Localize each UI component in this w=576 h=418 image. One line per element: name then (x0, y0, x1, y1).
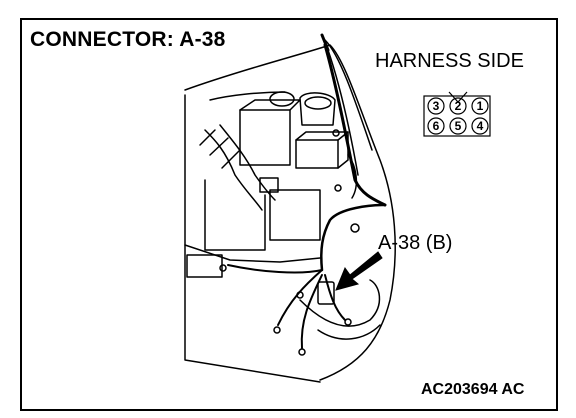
connector-pinout: 3 2 1 6 5 4 (423, 91, 491, 137)
fender-outline (184, 44, 396, 381)
diagram-frame (20, 18, 558, 411)
connector-callout-label: A-38 (B) (378, 232, 453, 254)
pinout-frame (423, 95, 491, 137)
pin-2: 2 (455, 99, 462, 113)
harness-side-label: HARNESS SIDE (375, 50, 524, 72)
fender-inner-edge (324, 39, 373, 151)
connector-a38-body (317, 281, 335, 305)
intake-hose (204, 129, 263, 211)
pin-5: 5 (455, 119, 462, 133)
pinout-lock-tab (448, 91, 468, 103)
body-outline (184, 94, 321, 383)
engine-lower (204, 179, 266, 251)
battery-box (239, 109, 291, 166)
pin-6: 6 (433, 119, 440, 133)
lower-module (186, 254, 223, 278)
main-harness (323, 43, 387, 207)
pin-4: 4 (477, 119, 484, 133)
arrow-icon (335, 251, 383, 291)
reservoir-cap (269, 91, 295, 107)
figure-code: AC203694 AC (421, 381, 525, 398)
connector-title: CONNECTOR: A-38 (30, 28, 226, 51)
relay-box (295, 139, 339, 169)
reservoir (299, 92, 336, 126)
pin-1: 1 (477, 99, 484, 113)
pin-3: 3 (433, 99, 440, 113)
